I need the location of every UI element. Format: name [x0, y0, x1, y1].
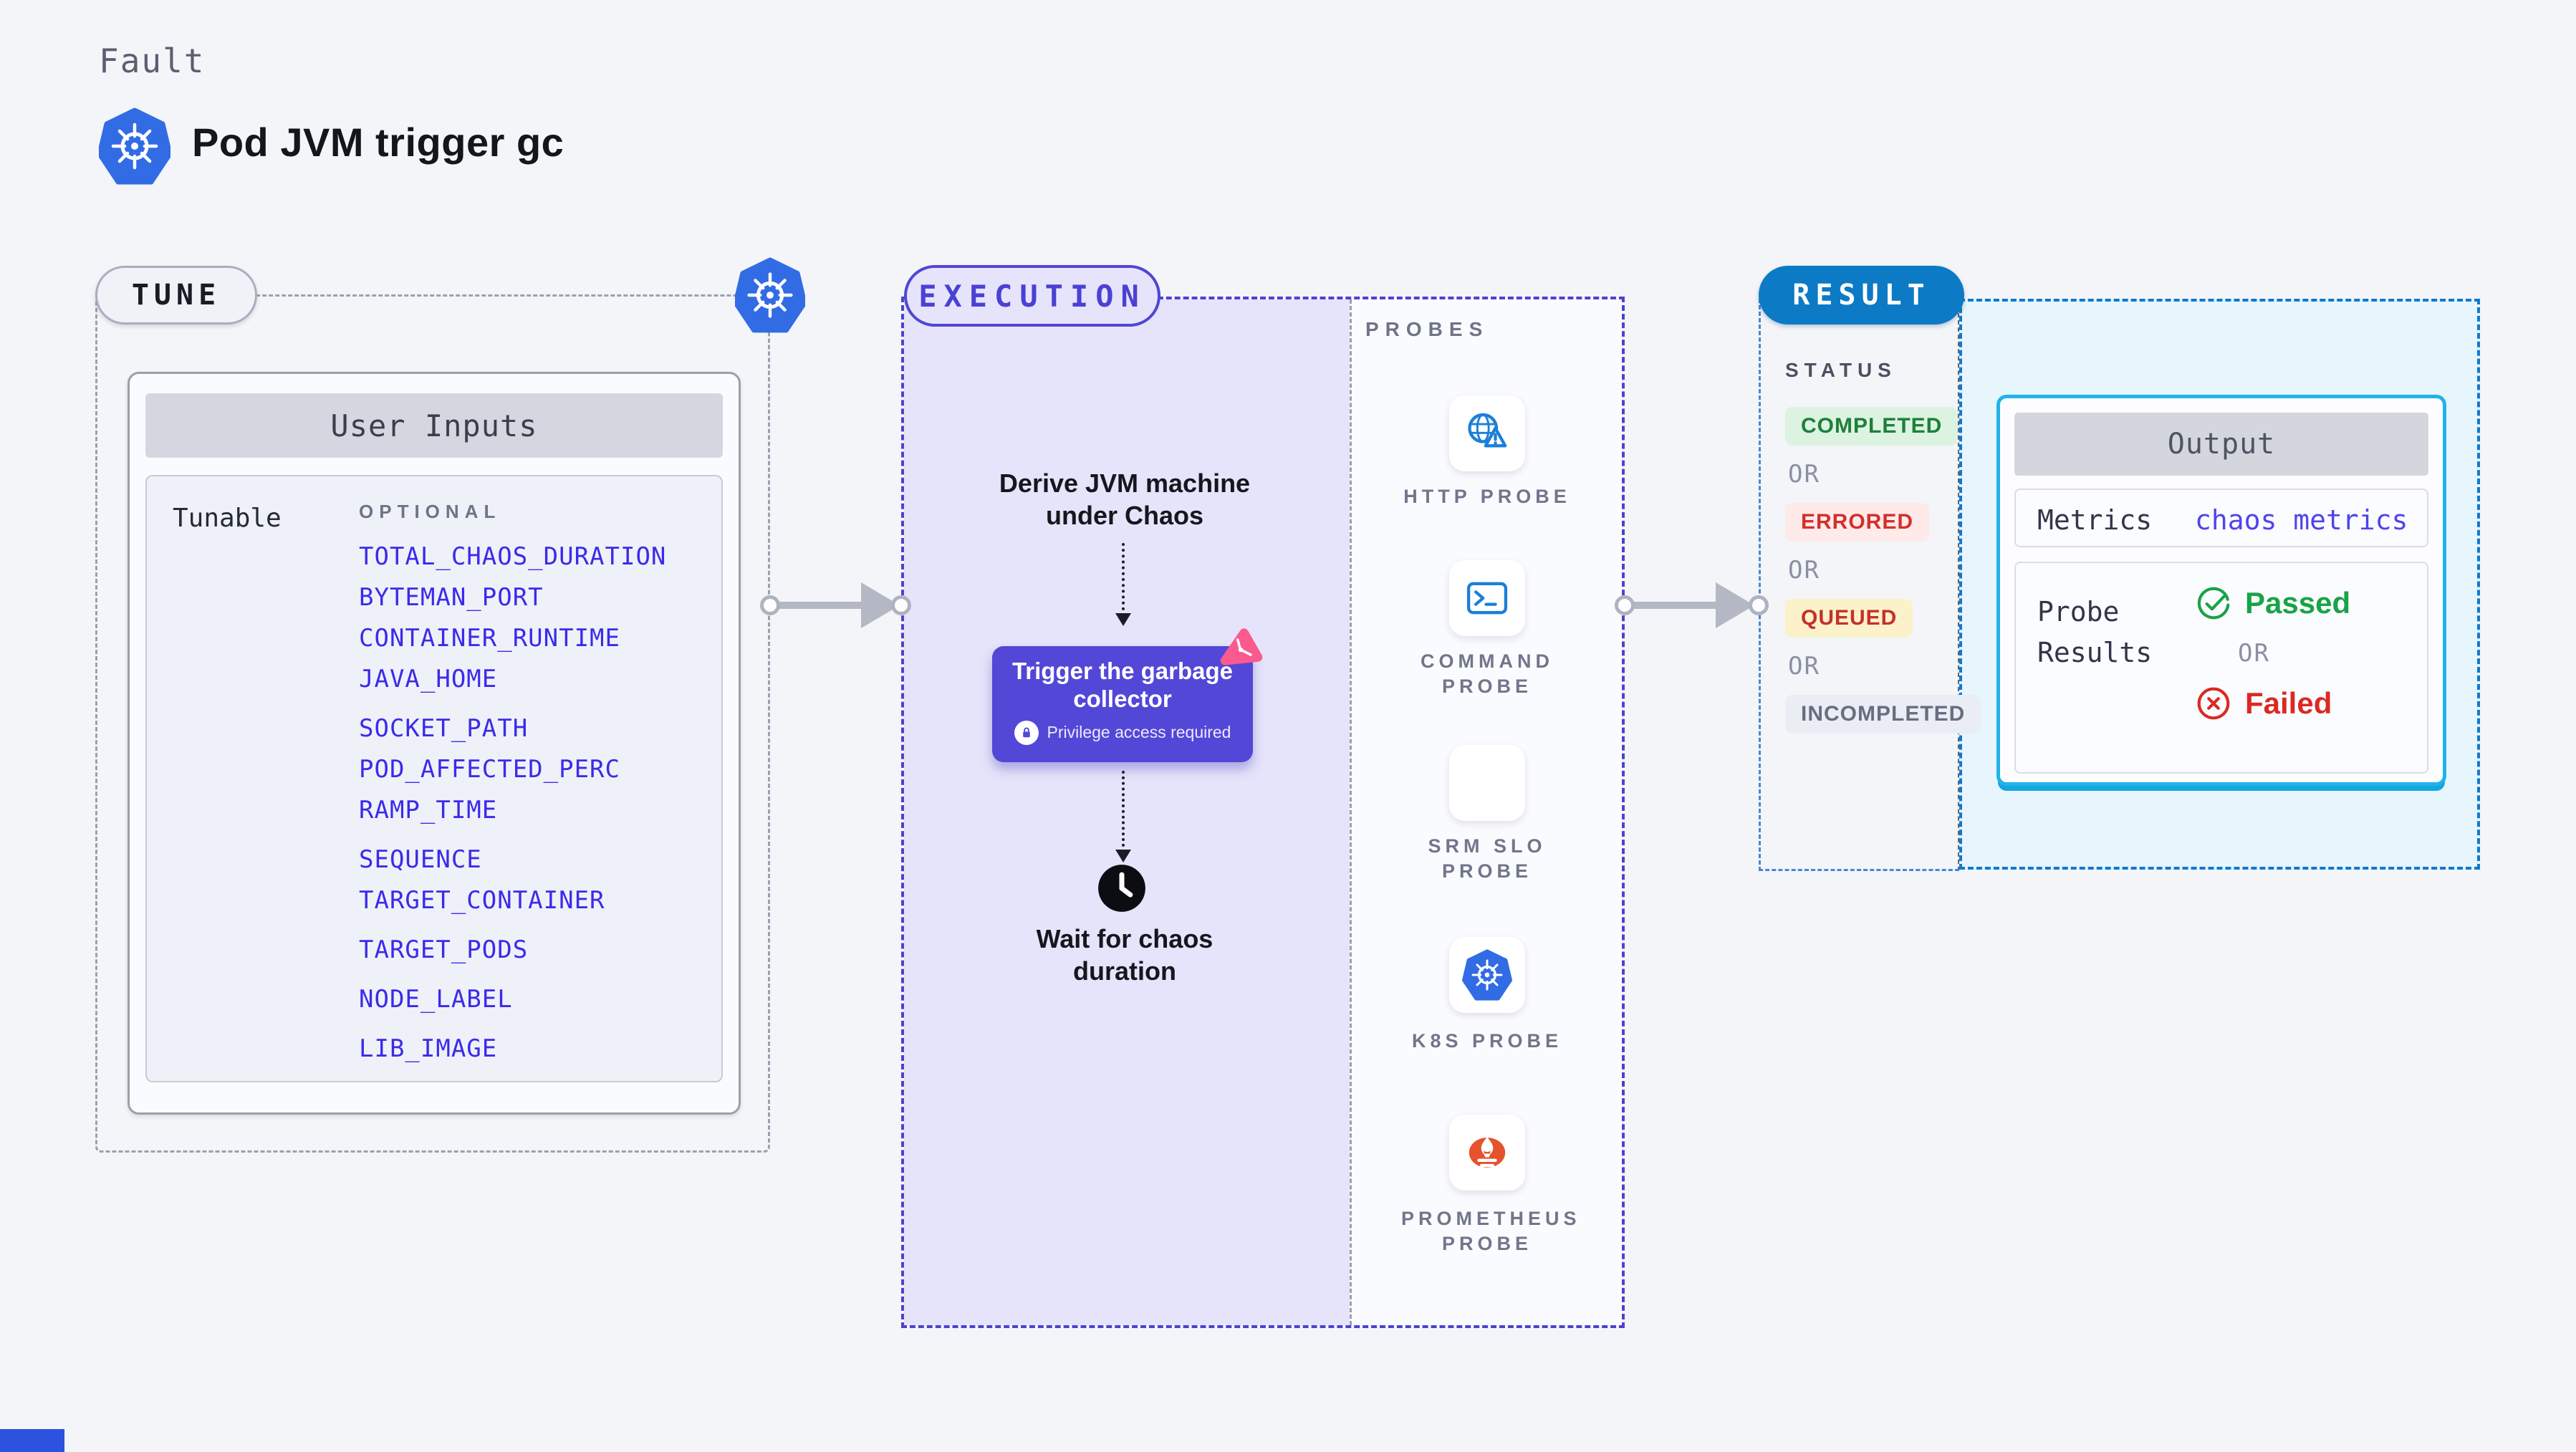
lock-icon — [1014, 720, 1039, 745]
litmus-chaos-icon — [1216, 625, 1266, 675]
kubernetes-icon — [99, 107, 170, 185]
page-title: Pod JVM trigger gc — [192, 120, 564, 165]
probe-results-label: Probe Results — [2037, 596, 2153, 668]
trigger-step-label: Trigger the garbage collector — [1011, 658, 1234, 712]
arrow-down-icon — [1115, 613, 1131, 626]
clock-icon — [1097, 863, 1147, 913]
arrow-execution-to-result — [1628, 602, 1719, 609]
connector-node — [760, 595, 780, 615]
probe-card-prometheus — [1449, 1115, 1525, 1191]
probe-card-k8s — [1449, 937, 1525, 1013]
trigger-gc-step-card: Trigger the garbage collector Privilege … — [992, 646, 1253, 762]
passed-label: Passed — [2245, 586, 2351, 620]
param-total-chaos-duration: TOTAL_CHAOS_DURATION — [359, 542, 667, 571]
result-pill: RESULT — [1759, 266, 1964, 324]
probe-card-srm-slo — [1449, 745, 1525, 821]
command-probe-icon — [1461, 572, 1513, 624]
metrics-row: Metrics chaos metrics — [2014, 489, 2428, 547]
param-pod-affected-perc: POD_AFFECTED_PERC — [359, 755, 620, 784]
param-target-container: TARGET_CONTAINER — [359, 886, 605, 915]
param-container-runtime: CONTAINER_RUNTIME — [359, 624, 620, 653]
srm-slo-probe-label: SRM SLO PROBE — [1428, 835, 1547, 883]
execution-pill: EXECUTION — [904, 265, 1160, 327]
param-ramp-time: RAMP_TIME — [359, 796, 498, 824]
command-probe-label: COMMAND PROBE — [1421, 650, 1554, 698]
or-label: OR — [1788, 460, 1820, 489]
tunable-label: Tunable — [173, 504, 282, 533]
prometheus-probe-label: PROMETHEUS PROBE — [1401, 1208, 1581, 1255]
failed-label: Failed — [2245, 686, 2332, 720]
wait-step-label: Wait for chaos duration — [1036, 924, 1213, 986]
failed-state: Failed — [2195, 685, 2350, 722]
connector-node — [1749, 595, 1769, 615]
param-byteman-port: BYTEMAN_PORT — [359, 583, 544, 612]
param-socket-path: SOCKET_PATH — [359, 714, 529, 743]
param-java-home: JAVA_HOME — [359, 665, 498, 693]
derive-step-label: Derive JVM machine under Chaos — [999, 468, 1251, 530]
srm-slo-probe-icon — [1461, 757, 1513, 809]
status-badge-incompleted: INCOMPLETED — [1785, 695, 1981, 734]
corner-accent — [0, 1429, 64, 1452]
flow-connector — [1122, 543, 1125, 610]
check-circle-icon — [2195, 585, 2232, 622]
probe-card-http — [1449, 395, 1525, 471]
param-node-label: NODE_LABEL — [359, 985, 513, 1014]
prometheus-probe-icon — [1461, 1127, 1513, 1178]
tune-section-box — [95, 294, 770, 1153]
fault-kind-label: Fault — [99, 42, 206, 80]
arrow-down-icon — [1115, 850, 1131, 862]
passed-state: Passed — [2195, 585, 2350, 622]
probes-label: PROBES — [1365, 318, 1489, 340]
probe-results-row: Probe Results Passed OR Failed — [2014, 562, 2428, 774]
http-probe-label: HTTP PROBE — [1403, 486, 1571, 507]
k8s-probe-label: K8S PROBE — [1411, 1030, 1563, 1052]
param-sequence: SEQUENCE — [359, 845, 482, 874]
probe-card-command — [1449, 560, 1525, 636]
or-label: OR — [1788, 652, 1820, 681]
metrics-value-link: chaos metrics — [2195, 504, 2408, 536]
output-card: Output Metrics chaos metrics Probe Resul… — [1996, 395, 2446, 786]
user-inputs-header: User Inputs — [145, 393, 723, 458]
metrics-label: Metrics — [2037, 504, 2153, 536]
status-list: COMPLETED OR ERRORED OR QUEUED OR INCOMP… — [1785, 407, 1981, 734]
param-target-pods: TARGET_PODS — [359, 936, 529, 964]
status-label: STATUS — [1785, 359, 1897, 381]
connector-node — [1615, 595, 1635, 615]
tunable-panel: Tunable OPTIONAL TOTAL_CHAOS_DURATION BY… — [145, 475, 723, 1082]
optional-label: OPTIONAL — [359, 501, 501, 522]
tune-pill: TUNE — [95, 266, 257, 324]
tunable-param-list: TOTAL_CHAOS_DURATION BYTEMAN_PORT CONTAI… — [359, 542, 666, 1075]
probe-results-states: Passed OR Failed — [2195, 585, 2350, 722]
k8s-probe-icon — [1461, 949, 1513, 1001]
connector-node — [891, 595, 911, 615]
flow-connector — [1122, 771, 1125, 847]
probes-divider — [1350, 299, 1352, 1325]
or-label: OR — [2238, 639, 2270, 668]
execution-flow-area — [904, 299, 1350, 1325]
output-card-header: Output — [2014, 413, 2428, 476]
http-probe-icon — [1461, 408, 1513, 459]
kubernetes-icon — [735, 256, 805, 334]
param-lib-image: LIB_IMAGE — [359, 1034, 498, 1063]
privilege-note: Privilege access required — [1047, 723, 1231, 742]
x-circle-icon — [2195, 685, 2232, 722]
status-badge-queued: QUEUED — [1785, 599, 1913, 638]
status-badge-completed: COMPLETED — [1785, 407, 1959, 446]
status-badge-errored: ERRORED — [1785, 503, 1930, 542]
user-inputs-card: User Inputs Tunable OPTIONAL TOTAL_CHAOS… — [128, 372, 741, 1115]
arrowhead-icon — [1716, 582, 1754, 628]
arrow-tune-to-execution — [774, 602, 864, 609]
or-label: OR — [1788, 556, 1820, 585]
